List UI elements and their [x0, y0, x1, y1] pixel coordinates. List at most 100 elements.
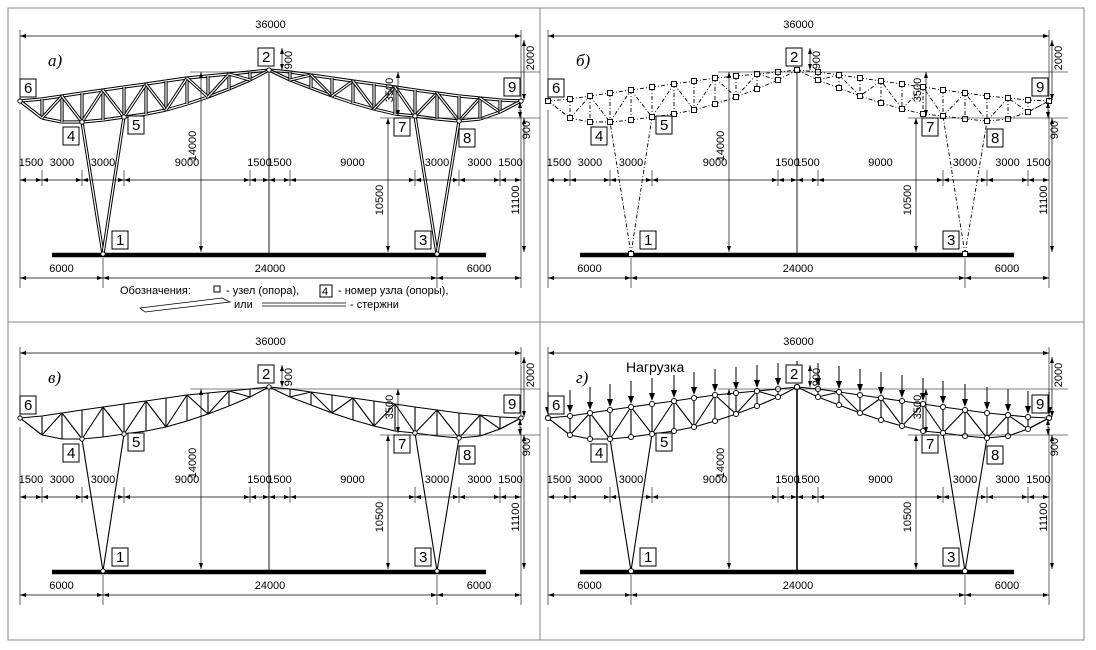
dimension-label: 3000: [50, 474, 74, 486]
node-marker: [732, 410, 740, 418]
node-number-label: 2: [790, 366, 798, 383]
load-arrowhead: [815, 378, 821, 386]
dimension-label: 1500: [795, 474, 819, 486]
node-marker: [627, 403, 635, 411]
load-arrowhead: [691, 387, 697, 395]
load-arrowhead: [628, 396, 634, 404]
truss-rod: [693, 103, 716, 111]
node-marker: [857, 75, 863, 81]
dimension-label: 6000: [467, 263, 491, 275]
load-arrowhead: [733, 382, 739, 390]
node-marker: [962, 251, 968, 257]
truss-rod: [630, 116, 653, 255]
truss-rod: [123, 83, 147, 88]
truss-rod: [310, 74, 333, 97]
node-number-box: [785, 364, 803, 384]
truss-rod: [61, 412, 83, 440]
truss-rod: [777, 386, 798, 398]
node-number-label: 3: [419, 549, 427, 566]
truss-rod: [102, 89, 125, 118]
dimension-label: 14000: [715, 448, 727, 479]
truss-rod: [796, 69, 819, 73]
dimension-label: 900: [521, 438, 533, 456]
legend-node-number-sample: 4: [322, 286, 328, 298]
node-number-label: 3: [947, 232, 955, 249]
truss-rod: [569, 95, 591, 100]
node-marker: [815, 77, 821, 83]
dimension-label: 1500: [547, 474, 571, 486]
dimension-label: 3000: [953, 157, 977, 169]
truss-rod: [880, 397, 903, 402]
truss-rod: [436, 92, 460, 122]
node-number-label: 5: [660, 434, 668, 451]
truss-rod: [964, 409, 988, 439]
dimension-label: 6000: [467, 580, 491, 592]
node-marker: [754, 86, 760, 92]
truss-rod: [880, 397, 903, 427]
legend-node-number-box: [319, 284, 333, 298]
truss-rod: [102, 116, 125, 255]
node-marker: [627, 567, 635, 575]
truss-rod: [373, 86, 396, 110]
truss-rod: [19, 98, 43, 102]
truss-rod: [796, 386, 819, 390]
truss-rod: [673, 80, 695, 85]
node-marker: [670, 397, 678, 405]
truss-rod: [735, 88, 758, 98]
truss-rod: [373, 83, 396, 88]
truss-rod: [756, 388, 779, 392]
truss-rod: [942, 409, 966, 434]
truss-rod: [207, 390, 230, 394]
truss-rod: [651, 400, 675, 435]
truss-rod: [102, 86, 125, 91]
truss-rod: [19, 417, 43, 436]
load-arrowhead: [587, 402, 593, 410]
truss-rod: [964, 435, 988, 439]
truss-rod: [673, 109, 695, 115]
dimension-label: 9000: [703, 474, 727, 486]
node-marker: [939, 429, 947, 437]
truss-rod: [414, 89, 438, 94]
dimension-label: 3000: [91, 474, 115, 486]
load-arrowhead: [962, 399, 968, 407]
truss-rod: [352, 397, 375, 402]
node-number-label: 7: [398, 436, 406, 453]
truss-rod: [547, 417, 571, 436]
node-marker: [671, 111, 677, 117]
truss-rod: [796, 69, 819, 81]
node-marker: [434, 568, 440, 574]
node-marker: [877, 416, 885, 424]
truss-rod: [859, 80, 882, 97]
truss-rod: [1027, 416, 1050, 419]
truss-rod: [1007, 97, 1029, 113]
node-number-label: 6: [552, 80, 560, 97]
load-arrowhead: [712, 384, 718, 392]
node-marker: [711, 417, 719, 425]
truss-rod: [228, 396, 251, 407]
dimension-label: 900: [811, 51, 823, 69]
node-number-label: 1: [116, 232, 124, 249]
node-marker: [266, 384, 272, 390]
node-number-box: [111, 547, 129, 567]
panel-label: в): [48, 368, 61, 387]
dimension-label: 1500: [1026, 474, 1050, 486]
node-number-box: [655, 432, 673, 452]
truss-rod: [630, 86, 653, 91]
node-marker: [961, 567, 969, 575]
load-arrowhead: [836, 381, 842, 389]
node-marker: [836, 72, 842, 78]
dimension-label: 36000: [783, 336, 814, 348]
truss-rod: [165, 77, 188, 111]
truss-rod: [880, 80, 903, 85]
node-marker: [836, 85, 842, 91]
node-marker: [607, 90, 613, 96]
truss-rod: [145, 80, 167, 85]
truss-rod: [609, 119, 632, 123]
node-marker: [754, 71, 760, 77]
truss-rod: [589, 412, 611, 440]
legend: Обозначения: - узел (опора), 4 - номер у…: [120, 284, 448, 313]
node-marker: [732, 389, 740, 397]
truss-rod: [1027, 417, 1050, 430]
